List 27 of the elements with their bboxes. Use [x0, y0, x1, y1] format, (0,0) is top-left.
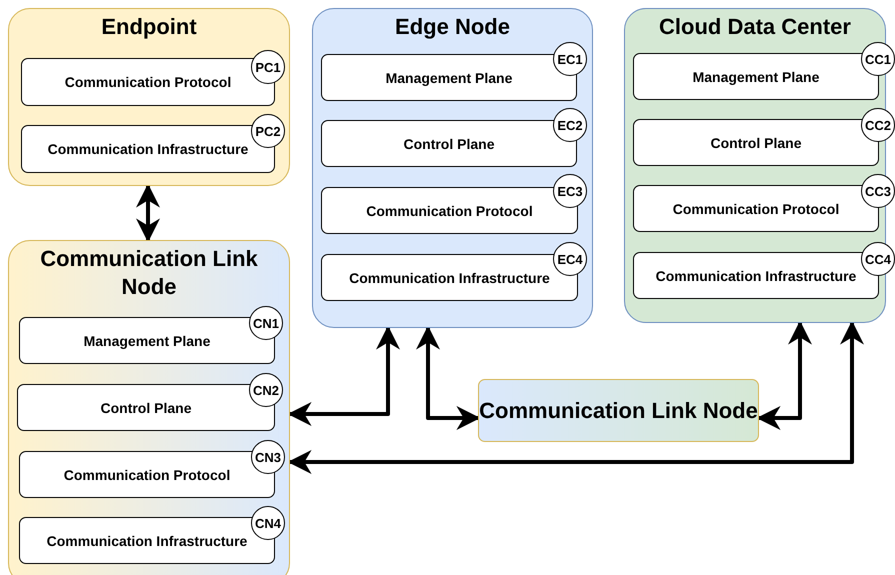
group-panel — [8, 8, 290, 186]
id-circle: EC4 — [553, 242, 587, 276]
double-arrow — [756, 320, 812, 430]
link-node-box: Communication Link Node — [478, 379, 759, 442]
double-arrow — [288, 320, 864, 474]
double-arrow — [136, 184, 160, 242]
id-circle: CN3 — [251, 440, 285, 474]
id-circle: PC2 — [251, 114, 285, 148]
id-circle: CC1 — [861, 42, 895, 76]
id-circle: CC2 — [861, 108, 895, 142]
panel-title: Cloud Data Center — [658, 13, 852, 41]
id-circle: CC4 — [861, 242, 895, 276]
id-circle: CN4 — [251, 506, 285, 540]
id-circle: CC3 — [861, 174, 895, 208]
double-arrow — [288, 326, 400, 426]
group-panel — [8, 240, 290, 575]
panel-title: Edge Node — [394, 13, 511, 41]
id-circle: EC2 — [553, 108, 587, 142]
group-panel — [312, 8, 593, 328]
id-circle: EC3 — [553, 174, 587, 208]
panel-title: Endpoint — [100, 13, 198, 41]
id-circle: EC1 — [553, 42, 587, 76]
double-arrow — [416, 326, 480, 430]
id-circle: PC1 — [251, 50, 285, 84]
id-circle: CN2 — [249, 373, 283, 407]
id-circle: CN1 — [249, 306, 283, 340]
panel-title: Communication Link Node — [39, 245, 259, 301]
